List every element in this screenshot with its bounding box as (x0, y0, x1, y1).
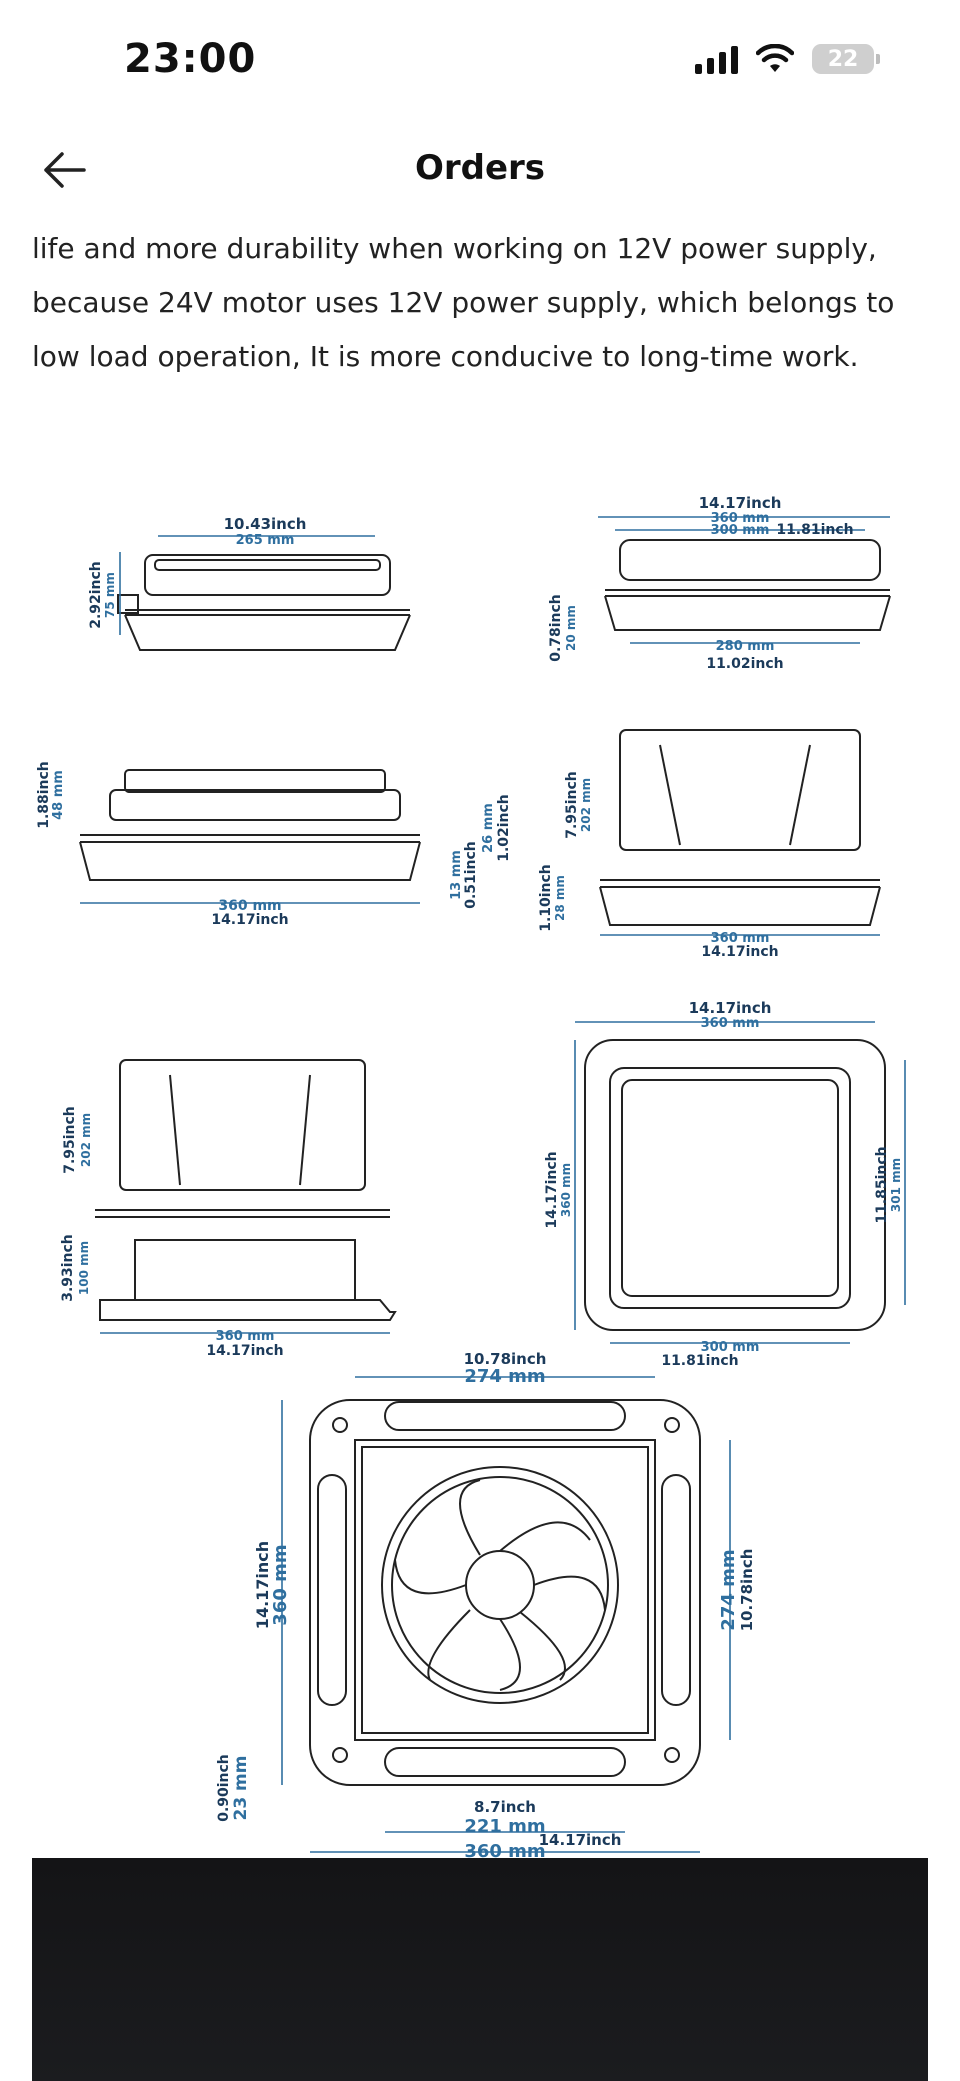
dimension-label: 1.10inch (538, 864, 554, 932)
dimension-label: 202 mm (79, 1113, 93, 1167)
dimension-label: 13 mm (449, 850, 464, 900)
dimension-label: 10.78inch (464, 1350, 547, 1368)
dimension-label: 360 mm (711, 931, 770, 946)
dimension-label: 48 mm (51, 770, 66, 820)
dimension-label: 360 mm (218, 898, 281, 914)
dimension-label: 0.51inch (463, 841, 479, 909)
bottom-fan-view-diagram: 10.78inch 274 mm 14.17inch 360 mm 274 mm… (216, 1350, 756, 1860)
navigation-bar: Orders (0, 130, 960, 210)
dimension-label: 11.81inch (661, 1353, 738, 1369)
description-line: life and more durability when working on… (32, 232, 877, 265)
dimension-label: 14.17inch (253, 1541, 272, 1629)
dimension-label: 221 mm (464, 1816, 545, 1837)
description-line: because 24V motor uses 12V power supply,… (32, 286, 895, 319)
dimension-label: 360 mm (559, 1163, 573, 1217)
dimension-label: 20 mm (564, 605, 578, 651)
side-view-diagram-2: 14.17inch 360 mm 300 mm 11.81inch 280 mm… (548, 494, 891, 672)
dimension-label: 14.17inch (206, 1343, 283, 1359)
dimension-label: 0.90inch (216, 1754, 232, 1822)
dimension-label: 75 mm (103, 572, 117, 618)
dimension-label: 0.78inch (548, 594, 564, 662)
battery-level: 22 (827, 46, 859, 72)
dimension-label: 14.17inch (211, 912, 288, 928)
side-view-diagram-4: 360 mm 14.17inch 7.95inch 202 mm 1.10inc… (538, 729, 881, 960)
dimension-label: 1.88inch (36, 761, 52, 829)
dimension-label: 26 mm (481, 803, 496, 853)
dimension-label: 10.43inch (224, 515, 307, 533)
dimension-label: 11.85inch (874, 1146, 890, 1223)
top-view-diagram: 14.17inch 360 mm 14.17inch 360 mm 11.85i… (544, 999, 906, 1369)
dimension-diagram: 10.43inch 265 mm 2.92inch 75 mm 14.17inc… (36, 494, 906, 1860)
dimension-label: 300 mm (711, 523, 770, 538)
product-description: life and more durability when working on… (32, 222, 932, 384)
dimension-label: 8.7inch (474, 1798, 536, 1816)
dimension-label: 7.95inch (62, 1106, 78, 1174)
cellular-signal-icon (695, 44, 738, 74)
dimension-label: 301 mm (889, 1158, 903, 1212)
wifi-icon (756, 44, 794, 72)
dimension-label: 28 mm (553, 875, 567, 921)
status-icons: 22 (695, 44, 880, 74)
side-view-diagram-1: 10.43inch 265 mm 2.92inch 75 mm (88, 515, 411, 651)
description-line: low load operation, It is more conducive… (32, 340, 859, 373)
dimension-label: 280 mm (716, 639, 775, 654)
dimension-label: 14.17inch (701, 944, 778, 960)
page-title: Orders (414, 148, 546, 188)
status-bar: 23:00 22 (0, 0, 960, 130)
dimension-label: 100 mm (77, 1241, 91, 1295)
dimension-label: 1.02inch (496, 794, 512, 862)
dimension-label: 360 mm (270, 1544, 291, 1625)
side-view-diagram-3: 360 mm 14.17inch 1.88inch 48 mm 26 mm 1.… (36, 761, 512, 928)
dimension-label: 10.78inch (738, 1549, 756, 1632)
status-time: 23:00 (124, 36, 257, 82)
dimension-label: 360 mm (464, 1841, 545, 1860)
dimension-label: 2.92inch (88, 561, 104, 629)
dimension-label: 14.17inch (699, 494, 782, 512)
dimension-label: 202 mm (579, 778, 593, 832)
dimension-label: 14.17inch (539, 1831, 622, 1849)
dimension-label: 11.02inch (706, 656, 783, 672)
dimension-label: 14.17inch (689, 999, 772, 1017)
dimension-label: 274 mm (718, 1549, 739, 1630)
dimension-label: 360 mm (711, 511, 770, 526)
dimension-label: 14.17inch (544, 1151, 560, 1228)
dimension-label: 300 mm (701, 1340, 760, 1355)
side-view-diagram-5: 360 mm 14.17inch 7.95inch 202 mm 3.93inc… (60, 1059, 397, 1359)
dimension-label: 23 mm (231, 1755, 251, 1820)
dimension-label: 360 mm (216, 1329, 275, 1344)
back-arrow-icon[interactable] (40, 146, 88, 194)
dimension-label: 3.93inch (60, 1234, 76, 1302)
battery-icon: 22 (812, 44, 880, 74)
dimension-label: 360 mm (701, 1016, 760, 1031)
product-image-dark (32, 1858, 928, 2081)
dimension-label: 274 mm (464, 1366, 545, 1387)
dimension-label: 11.81inch (776, 522, 853, 538)
dimension-label: 7.95inch (564, 771, 580, 839)
dimension-label: 265 mm (236, 533, 295, 548)
